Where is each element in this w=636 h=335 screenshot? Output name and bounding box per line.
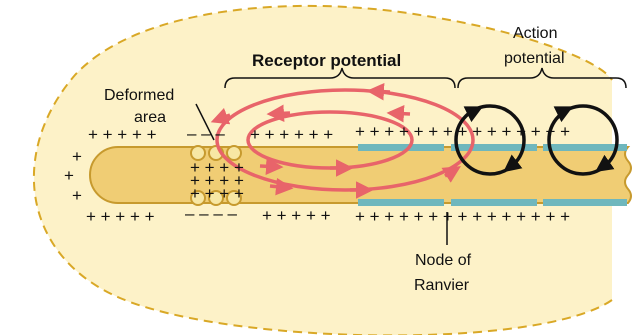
myelin-sheaths: [358, 144, 627, 206]
charges-inside-row-2: + + + +: [190, 171, 244, 190]
charges-top-middle: + + + + + +: [250, 125, 333, 144]
charges-left-edge-3: +: [72, 186, 82, 205]
charges-left-edge-2: +: [64, 166, 74, 185]
action-potential-label-line2: potential: [504, 50, 565, 67]
charges-top-deformed: – – –: [187, 124, 225, 143]
charges-inside-row-3: + + + +: [190, 184, 244, 203]
node-of-ranvier-label-line1: Node of: [415, 252, 472, 269]
action-potential-label-line1: Action: [513, 25, 557, 42]
deformed-area-leader: [195, 103, 215, 141]
receptor-current-loops: [210, 82, 475, 199]
axon: [89, 146, 632, 204]
receptor-potential-label: Receptor potential: [252, 51, 401, 70]
charges-bottom-node-region: + + + + + + + + + + + + + + +: [355, 207, 570, 226]
deformed-area-label-line1: Deformed: [104, 87, 174, 104]
receptor-bracket: [224, 67, 456, 89]
charges-inside-row-1: + + + +: [190, 158, 244, 177]
charges-left-edge-1: +: [72, 147, 82, 166]
deformed-area-label-line2: area: [134, 109, 166, 126]
charges-bottom-left: + + + + +: [86, 207, 155, 226]
charges-top-left: + + + + +: [88, 125, 157, 144]
deformation-rings: [190, 145, 242, 206]
charges-bottom-deformed: – – – –: [185, 204, 238, 223]
node-of-ranvier-label-line2: Ranvier: [414, 277, 470, 294]
action-current-loops: [454, 104, 619, 176]
action-bracket: [457, 67, 627, 89]
charges-top-node-region: + + + + + + + + + + + + + + +: [355, 122, 570, 141]
charges-bottom-middle: + + + + +: [262, 206, 331, 225]
